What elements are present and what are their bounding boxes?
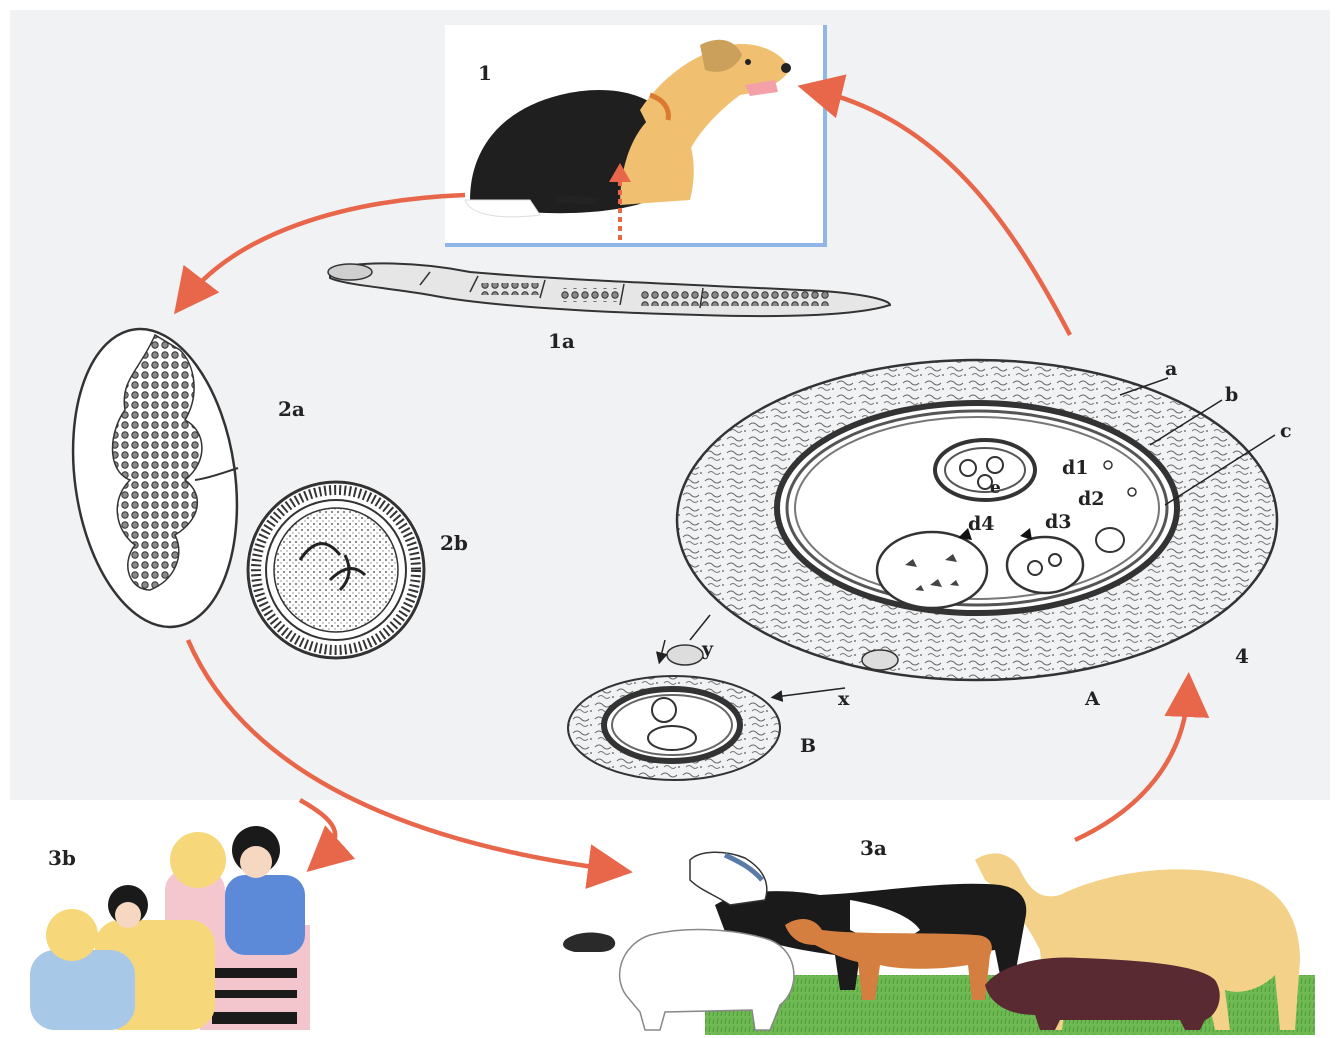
label-adult-worm: 1a xyxy=(548,329,575,353)
label-d4: d4 xyxy=(968,513,995,535)
arrow-proglottid-to-humans xyxy=(300,800,335,860)
label-humans: 3b xyxy=(48,846,76,870)
label-hydatid-stage: 4 xyxy=(1235,644,1249,668)
label-e: e xyxy=(990,478,1001,498)
label-layer-c: c xyxy=(1280,420,1292,442)
hydatid-cyst-b xyxy=(568,676,780,780)
label-intermediate-hosts: 3a xyxy=(860,836,887,860)
label-layer-a: a xyxy=(1165,358,1177,380)
label-d2: d2 xyxy=(1078,488,1105,510)
label-cyst-b: B xyxy=(800,735,816,757)
label-egg: 2b xyxy=(440,531,468,555)
label-d1: d1 xyxy=(1062,457,1089,479)
label-d3: d3 xyxy=(1045,511,1072,533)
label-proglottid: 2a xyxy=(278,397,305,421)
label-cyst-a: A xyxy=(1084,688,1100,710)
egg xyxy=(246,480,426,660)
label-layer-b: b xyxy=(1225,384,1238,406)
label-x: x xyxy=(838,688,850,710)
intermediate-hosts-illustration xyxy=(563,852,1315,1035)
label-y: y xyxy=(701,638,714,660)
label-dog: 1 xyxy=(478,61,492,85)
